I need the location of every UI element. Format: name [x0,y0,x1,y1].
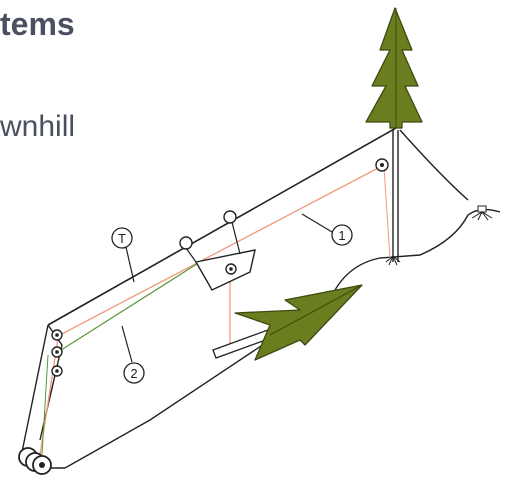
felled-tree-icon [234,284,363,361]
felled-tree-stem [269,284,363,336]
label-t-circle [111,227,133,249]
slackline-green-drop [41,354,49,456]
label-2: 2 [130,366,137,381]
spar-top-sheave-hub [380,163,384,167]
carriage-drum-hub [229,267,233,271]
label-1: 1 [338,228,345,243]
skyline-line-t [47,127,397,326]
anchor-roots [471,211,493,221]
label-1-leader [301,213,333,233]
yarder-boom-outline [21,324,65,469]
boom-sheave-3-hub [55,369,59,373]
carriage-hanger-left [185,247,197,263]
anchor-stump-icon [477,205,487,213]
hillside [399,129,469,201]
slide-subtitle: wnhill [0,110,76,143]
slide-title: tems [0,6,75,42]
label-2-circle [123,362,145,384]
label-2-leader [121,325,133,363]
mainline-orange [57,165,383,337]
label-t: T [118,231,126,246]
label-t-leader [125,246,135,283]
yarder-drum-hub [39,462,45,468]
carriage-sheave-left [179,236,193,250]
boom-sheave-2-hub [55,350,59,354]
slackline-green [57,261,201,353]
spar-roots [385,254,401,266]
boom-sheave-1-hub [55,333,59,337]
spar-down-orange [383,167,391,259]
carriage-hanger-right [231,221,241,255]
spar-tree-icon [365,7,423,129]
label-1-circle [331,224,353,246]
carriage-sheave-right [223,210,237,224]
